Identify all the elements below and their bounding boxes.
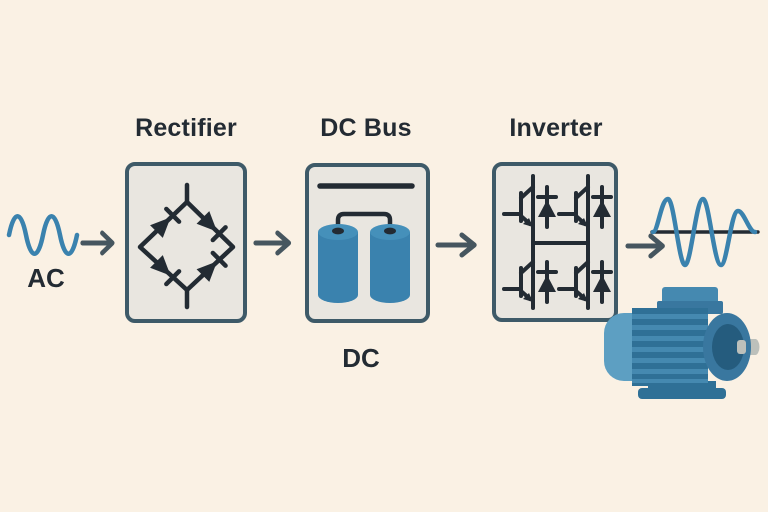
dc-label: DC (342, 343, 380, 373)
igbt-bridge-icon (502, 174, 613, 310)
diode-bridge-icon (137, 182, 236, 310)
dc-bus-title: DC Bus (320, 114, 412, 142)
flow-arrow-icon (253, 230, 295, 256)
inverter-title: Inverter (509, 114, 603, 142)
motor-icon (600, 283, 764, 401)
rectifier-title: Rectifier (135, 114, 237, 142)
ac-sine-wave-icon (6, 203, 82, 267)
rectifier-box (125, 162, 247, 323)
inverter-box (492, 162, 618, 322)
flow-arrow-icon (80, 230, 118, 256)
ac-label: AC (27, 263, 65, 293)
capacitor-bank-icon (317, 183, 415, 303)
output-sine-wave-icon (648, 194, 762, 270)
flow-arrow-icon (435, 232, 481, 258)
dc-bus-box (305, 163, 430, 323)
flow-arrow-icon (625, 233, 669, 259)
